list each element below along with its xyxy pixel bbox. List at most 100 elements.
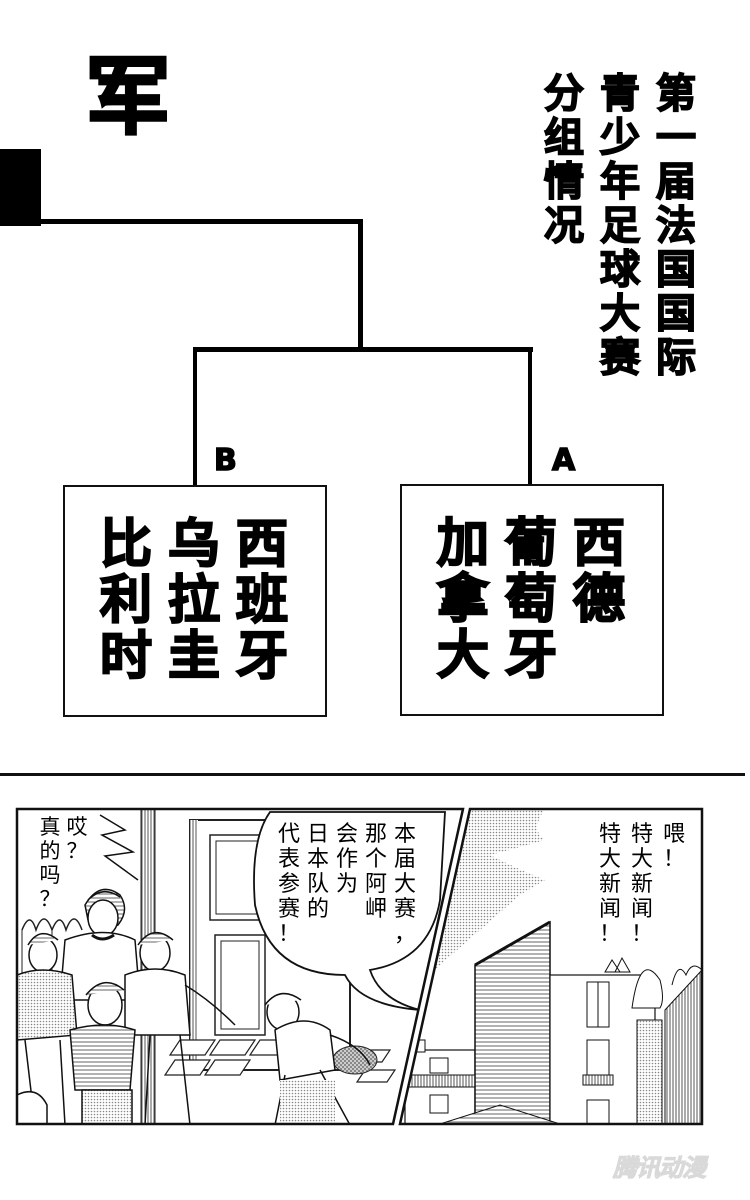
speech-char: 大	[630, 847, 653, 872]
team-char: 德	[572, 570, 626, 630]
speech-char: ，	[393, 922, 416, 947]
team-char: 萄	[504, 570, 558, 630]
speech-main-col3: 会 作 为	[334, 822, 360, 897]
title-char: 国	[655, 291, 697, 337]
team-belgium: 比 利 时	[97, 515, 155, 687]
speech-char: 阿	[364, 872, 387, 897]
team-char: 利	[99, 571, 153, 631]
speech-char: 参	[277, 872, 300, 897]
speech-char: ！	[662, 847, 685, 872]
speech-char: 日	[306, 822, 329, 847]
team-char: 乌	[167, 515, 221, 575]
speech-char: ！	[598, 922, 621, 947]
speech-main-col2: 那 个 阿 岬	[363, 822, 389, 922]
speech-char: 会	[335, 822, 358, 847]
team-char: 圭	[167, 627, 221, 687]
speech-char: 作	[335, 847, 358, 872]
title-char: 组	[543, 115, 585, 161]
group-b-box: 西 班 牙 乌 拉 圭 比 利 时	[63, 485, 327, 717]
speech-char: 的	[306, 897, 329, 922]
title-char: 青	[599, 71, 641, 117]
speech-char: ！	[277, 922, 300, 947]
title-char: 第	[655, 71, 697, 117]
bracket-line-a	[528, 347, 532, 485]
team-west-germany: 西 德	[570, 514, 628, 684]
group-a-teams: 西 德 葡 萄 牙 加 拿 大	[434, 514, 628, 686]
speech-char: 喂	[662, 822, 685, 847]
group-b-teams: 西 班 牙 乌 拉 圭 比 利 时	[97, 515, 291, 687]
team-char: 拿	[436, 570, 490, 630]
team-char: 加	[436, 514, 490, 574]
title-column-2: 青 少 年 足 球 大 赛	[596, 71, 644, 381]
speech-char: 特	[630, 822, 653, 847]
team-char: 大	[436, 626, 490, 686]
speech-char: 那	[364, 822, 387, 847]
bracket-line-b	[193, 347, 197, 486]
watermark-logo: 腾讯动漫	[613, 1154, 707, 1183]
speech-char: 赛	[393, 897, 416, 922]
title-char: 少	[599, 115, 641, 161]
bracket-line-stem	[358, 219, 363, 352]
speech-char: 闻	[598, 897, 621, 922]
team-char: 班	[235, 571, 289, 631]
left-panel-art	[17, 809, 463, 1124]
speech-ai-col1: 哎 ？	[64, 815, 90, 863]
speech-char: 特	[598, 822, 621, 847]
speech-char: 真	[39, 815, 61, 839]
speech-char: 大	[598, 847, 621, 872]
title-char: 年	[599, 159, 641, 205]
bracket-line-top	[0, 219, 363, 224]
speech-char: 闻	[630, 897, 653, 922]
speech-char: 赛	[277, 897, 300, 922]
speech-main-col4: 日 本 队 的	[305, 822, 331, 922]
team-char: 拉	[167, 571, 221, 631]
team-spain: 西 班 牙	[233, 515, 291, 687]
team-char: 比	[99, 515, 153, 575]
title-char: 球	[599, 247, 641, 293]
speech-ai-col2: 真 的 吗 ？	[37, 815, 63, 911]
champion-block	[0, 149, 41, 226]
group-b-label: B	[213, 442, 237, 479]
speech-char: 大	[393, 872, 416, 897]
speech-char: 哎	[66, 815, 88, 839]
title-character: 军	[84, 48, 171, 146]
speech-char: ？	[39, 887, 61, 911]
speech-char: 为	[335, 872, 358, 897]
title-char: 赛	[599, 335, 641, 381]
team-char: 西	[235, 515, 289, 575]
title-char: 分	[543, 71, 585, 117]
speech-main-col5: 代 表 参 赛 ！	[276, 822, 302, 947]
speech-char: 岬	[364, 897, 387, 922]
speech-char: 吗	[39, 863, 61, 887]
speech-char: 本	[306, 847, 329, 872]
speech-main-col1: 本 届 大 赛 ，	[392, 822, 418, 947]
speech-char: 新	[630, 872, 653, 897]
speech-char: 队	[306, 872, 329, 897]
speech-char: 表	[277, 847, 300, 872]
speech-char: 本	[393, 822, 416, 847]
team-char: 牙	[235, 627, 289, 687]
speech-char: 届	[393, 847, 416, 872]
title-char: 情	[543, 159, 585, 205]
team-uruguay: 乌 拉 圭	[165, 515, 223, 687]
title-char: 法	[655, 203, 697, 249]
title-char: 足	[599, 203, 641, 249]
team-char: 时	[99, 627, 153, 687]
title-char: 大	[599, 291, 641, 337]
title-column-1: 第 一 届 法 国 国 际	[652, 71, 700, 381]
title-char: 一	[655, 115, 697, 161]
right-panel-border	[398, 807, 704, 1126]
speech-char: 的	[39, 839, 61, 863]
title-column-3: 分 组 情 况	[540, 71, 588, 249]
team-char: 葡	[504, 514, 558, 574]
title-char: 届	[655, 159, 697, 205]
speech-right-col2: 特 大 新 闻 ！	[629, 822, 655, 947]
speech-right-col1: 喂 ！	[661, 822, 687, 872]
speech-char: ？	[66, 839, 88, 863]
title-char: 国	[655, 247, 697, 293]
title-char: 况	[543, 203, 585, 249]
team-portugal: 葡 萄 牙	[502, 514, 560, 685]
speech-right-col3: 特 大 新 闻 ！	[597, 822, 623, 947]
team-char: 西	[572, 514, 626, 574]
